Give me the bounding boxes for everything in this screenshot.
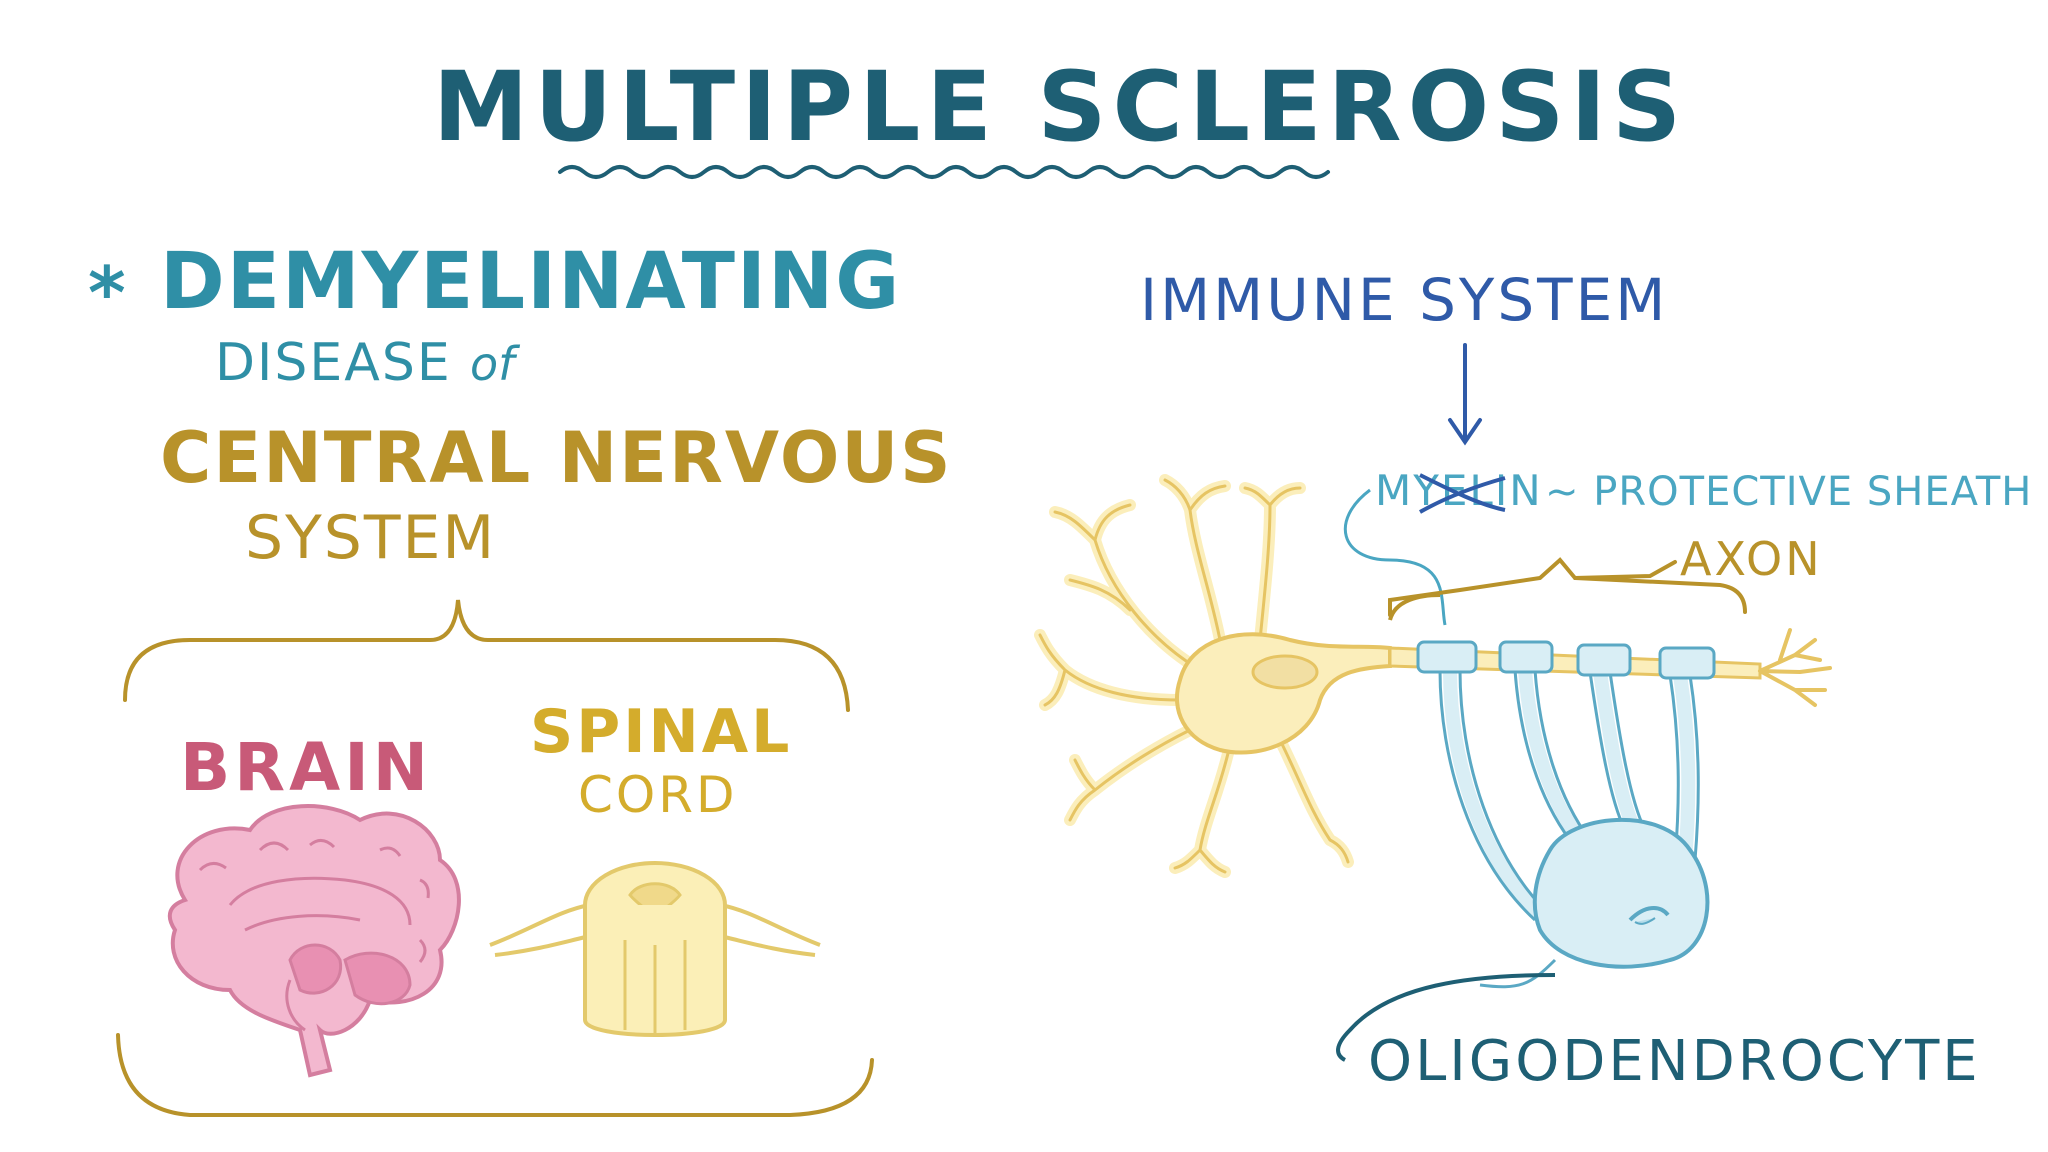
brain-illustration — [167, 804, 461, 1078]
system-label: SYSTEM — [245, 503, 496, 573]
title-wavy-underline — [558, 165, 1330, 179]
myelin-segment-1 — [1416, 640, 1478, 674]
axon-bracket — [1388, 557, 1747, 617]
cord-label: CORD — [578, 766, 738, 824]
myelin-cross-out — [1419, 473, 1506, 514]
immune-arrow — [1448, 343, 1482, 446]
neuron-nucleus — [1251, 654, 1319, 690]
central-nervous-label: CENTRAL NERVOUS — [160, 417, 953, 499]
neuron-illustration — [1034, 474, 1832, 878]
brain-label: BRAIN — [180, 729, 432, 806]
bullet-asterisk: * — [88, 251, 126, 335]
immune-system-label: IMMUNE SYSTEM — [1140, 266, 1668, 334]
cns-curly-brace — [123, 599, 850, 712]
cns-bottom-bracket — [116, 1033, 874, 1117]
myelin-pointer — [1343, 488, 1447, 626]
oligodendrocyte-pointer — [1336, 973, 1556, 1062]
myelin-segment-3 — [1576, 643, 1632, 677]
axon-bracket-left — [1388, 593, 1441, 621]
myelin-segment-2 — [1498, 640, 1554, 674]
of-label: of — [470, 337, 520, 391]
oligodendrocyte-label: OLIGODENDROCYTE — [1368, 1029, 1981, 1094]
myelin-description: ~ PROTECTIVE SHEATH — [1545, 469, 2032, 515]
page-title: MULTIPLE SCLEROSIS — [433, 51, 1687, 163]
disease-label: DISEASE — [215, 333, 452, 393]
oligodendrocyte-illustration — [1416, 640, 1716, 989]
spinal-cord-illustration — [489, 861, 821, 1037]
myelin-segment-4 — [1658, 646, 1716, 680]
demyelinating-label: DEMYELINATING — [160, 237, 901, 327]
myelin-label: MYELIN — [1375, 466, 1543, 515]
spinal-label: SPINAL — [530, 697, 792, 767]
axon-label: AXON — [1680, 532, 1823, 586]
